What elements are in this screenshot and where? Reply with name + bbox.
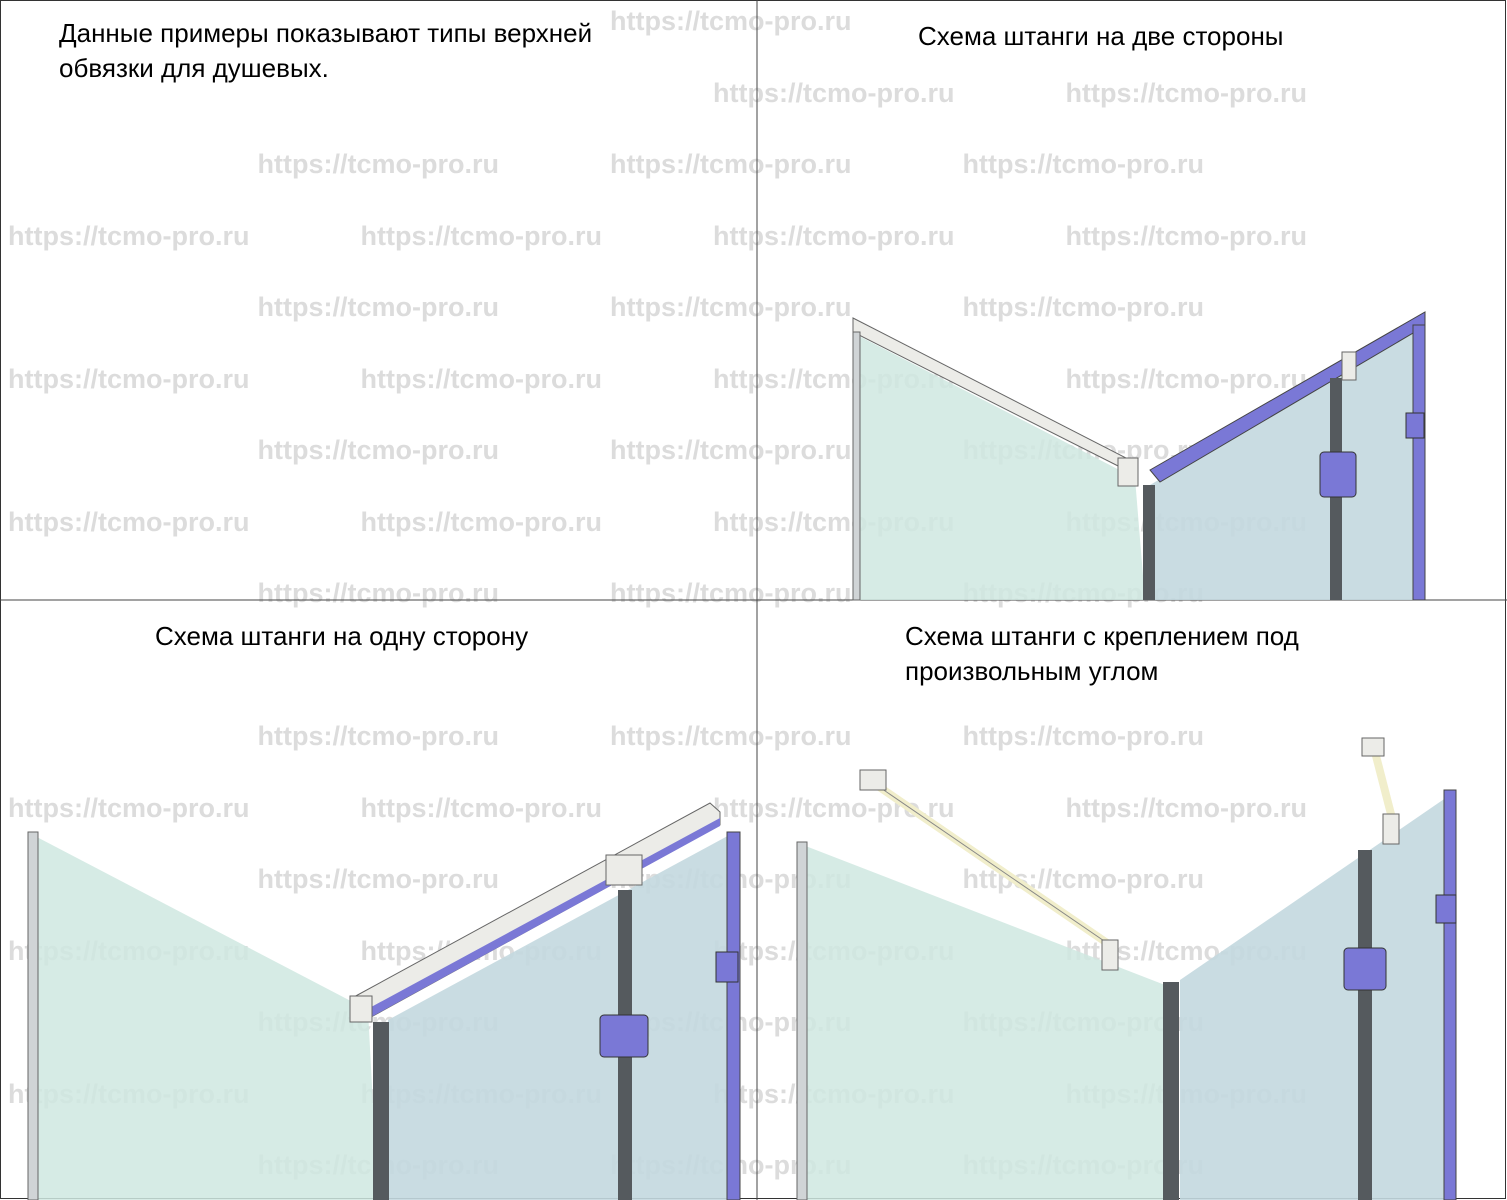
glass-left: [857, 335, 1145, 600]
hinge: [599, 1014, 649, 1058]
clamp: [605, 854, 643, 886]
glass-left: [33, 835, 378, 1200]
post: [1412, 324, 1426, 601]
intro-text: Данные примеры показывают типы верхней о…: [59, 16, 592, 86]
post: [852, 331, 861, 601]
glass-clamp: [1382, 813, 1400, 845]
glass-right: [1180, 795, 1450, 1200]
any-angle-title: Схема штанги с креплением под произвольн…: [905, 619, 1299, 689]
post: [373, 1022, 389, 1200]
two-side-rail-drawing: [852, 311, 1426, 601]
post: [726, 831, 741, 1200]
two-sides-title: Схема штанги на две стороны: [918, 21, 1284, 51]
post: [1358, 850, 1372, 1200]
intro-line-2: обвязки для душевых.: [59, 53, 329, 83]
hinge: [1343, 947, 1387, 991]
hinge: [1405, 412, 1425, 439]
one-side-rail-drawing: [27, 802, 741, 1200]
clamp: [349, 995, 373, 1023]
glass-clamp: [1101, 939, 1119, 971]
post: [796, 841, 808, 1200]
clamp: [1341, 351, 1357, 381]
support-rod: [1371, 751, 1396, 819]
post: [1143, 485, 1155, 600]
post: [1163, 982, 1179, 1200]
glass-right: [388, 832, 735, 1200]
any-angle-title-line-2: произвольным углом: [905, 656, 1159, 686]
glass-right: [1150, 325, 1420, 600]
post: [1443, 789, 1457, 1200]
hinge: [1319, 451, 1357, 498]
post: [27, 831, 39, 1200]
angled-rail-drawing: [796, 737, 1457, 1200]
hinge: [715, 951, 739, 983]
hinge: [1435, 894, 1457, 924]
any-angle-title-line-1: Схема штанги с креплением под: [905, 621, 1299, 651]
intro-line-1: Данные примеры показывают типы верхней: [59, 18, 593, 48]
wall-mount: [859, 769, 887, 791]
support-rod-edge: [871, 781, 1111, 946]
ceiling-mount: [1361, 737, 1385, 757]
one-side-title: Схема штанги на одну сторону: [155, 621, 529, 651]
glass-left: [803, 845, 1165, 1200]
clamp: [1117, 457, 1139, 487]
